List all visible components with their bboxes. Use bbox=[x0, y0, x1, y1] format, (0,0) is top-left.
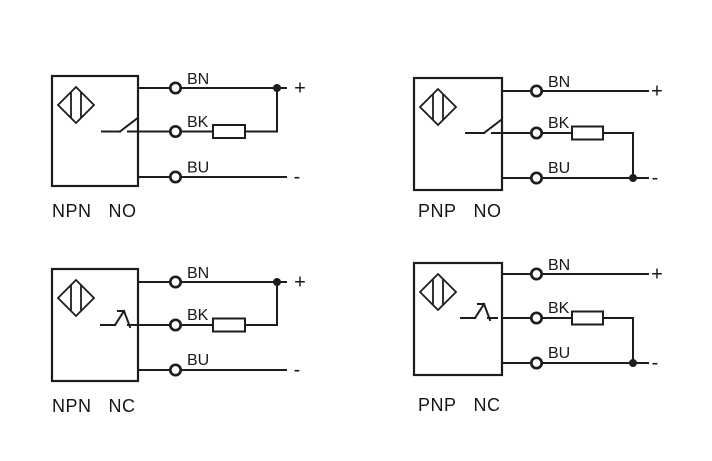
diagram-caption: NPN NO bbox=[52, 201, 137, 222]
terminal-circle bbox=[168, 124, 183, 139]
resistor-load-icon bbox=[571, 310, 604, 326]
switch-no-icon bbox=[465, 118, 503, 135]
polarity-minus-label: - bbox=[652, 352, 659, 374]
switch-nc-icon bbox=[460, 302, 498, 322]
terminal-circle bbox=[168, 170, 183, 184]
wire-label-bn: BN bbox=[187, 265, 209, 282]
wire-label-bn: BN bbox=[548, 74, 570, 91]
contact-type-label: NO bbox=[108, 201, 137, 221]
wire-label-bn: BN bbox=[548, 257, 570, 274]
output-type-label: NPN bbox=[52, 201, 92, 221]
polarity-minus-label: - bbox=[294, 166, 301, 188]
diagram-npn-nc: BN + BK BU - NPN NC bbox=[0, 230, 356, 461]
wire-label-bu: BU bbox=[187, 160, 209, 177]
resistor-load-icon bbox=[571, 125, 604, 141]
terminal-circle bbox=[168, 363, 183, 377]
wire-label-bk: BK bbox=[548, 115, 570, 132]
wire-label-bu: BU bbox=[548, 160, 570, 177]
output-type-label: NPN bbox=[52, 396, 92, 416]
wire-bu: BU - bbox=[501, 160, 659, 189]
resistor-load-icon bbox=[212, 124, 246, 139]
diagram-npn-no: BN + BK - BU NPN NO bbox=[0, 0, 356, 230]
wire-label-bk: BK bbox=[548, 300, 570, 317]
sensor-symbol-icon bbox=[418, 87, 458, 127]
diagram-pnp-no-drawing: BN + BK BU - bbox=[412, 74, 663, 192]
switch-nc-icon bbox=[100, 309, 138, 329]
wire-bk: BK bbox=[501, 115, 634, 179]
wire-label-bn: BN bbox=[187, 71, 209, 88]
polarity-plus-label: + bbox=[294, 272, 306, 294]
polarity-minus-label: - bbox=[652, 167, 659, 189]
switch-no-icon bbox=[101, 117, 139, 133]
polarity-minus-label: - bbox=[294, 359, 301, 381]
contact-type-label: NO bbox=[473, 201, 502, 221]
wire-label-bk: BK bbox=[187, 114, 209, 131]
polarity-plus-label: + bbox=[651, 264, 663, 286]
diagram-caption: PNP NO bbox=[418, 201, 502, 222]
sensor-box bbox=[50, 267, 140, 383]
terminal-circle bbox=[529, 171, 544, 185]
sensor-box bbox=[412, 76, 504, 192]
output-type-label: PNP bbox=[418, 395, 457, 415]
sensor-symbol-icon bbox=[56, 85, 96, 125]
wire-bn: BN + bbox=[137, 71, 306, 100]
contact-type-label: NC bbox=[108, 396, 136, 416]
wire-bn: BN + bbox=[501, 257, 663, 286]
polarity-plus-label: + bbox=[294, 78, 306, 100]
sensor-symbol-icon bbox=[418, 272, 458, 312]
junction-dot bbox=[629, 174, 637, 182]
diagram-pnp-no: BN + BK BU - PNP NO bbox=[356, 0, 712, 230]
terminal-circle bbox=[529, 267, 544, 281]
terminal-circle bbox=[168, 81, 183, 95]
wire-bk: BK bbox=[137, 281, 278, 333]
diagram-npn-no-drawing: BN + BK - BU bbox=[50, 71, 306, 188]
wire-bk: BK bbox=[137, 87, 278, 139]
contact-type-label: NC bbox=[473, 395, 501, 415]
polarity-plus-label: + bbox=[651, 81, 663, 103]
wire-label-bu: BU bbox=[187, 352, 209, 369]
wire-bu: BU - bbox=[501, 345, 659, 374]
diagram-pnp-nc: BN + BK BU - PNP NC bbox=[356, 230, 712, 461]
diagram-pnp-nc-drawing: BN + BK BU - bbox=[412, 257, 663, 377]
terminal-circle bbox=[529, 126, 544, 140]
wire-label-bu: BU bbox=[548, 345, 570, 362]
diagram-npn-nc-drawing: BN + BK BU - bbox=[50, 265, 306, 383]
terminal-circle bbox=[168, 318, 183, 332]
terminal-circle bbox=[529, 356, 544, 370]
wire-bu: BU - bbox=[137, 352, 301, 381]
wire-bu: - BU bbox=[137, 160, 301, 188]
diagram-caption: PNP NC bbox=[418, 395, 501, 416]
wire-bk: BK bbox=[501, 300, 634, 364]
junction-dot bbox=[629, 359, 637, 367]
terminal-circle bbox=[168, 275, 183, 289]
wire-bn: BN + bbox=[501, 74, 663, 103]
wire-bn: BN + bbox=[137, 265, 306, 294]
sensor-symbol-icon bbox=[56, 278, 96, 318]
resistor-load-icon bbox=[212, 317, 246, 333]
wire-label-bk: BK bbox=[187, 307, 209, 324]
terminal-circle bbox=[529, 84, 544, 98]
output-type-label: PNP bbox=[418, 201, 457, 221]
terminal-circle bbox=[529, 311, 544, 325]
sensor-box bbox=[50, 74, 140, 188]
diagram-caption: NPN NC bbox=[52, 396, 136, 417]
